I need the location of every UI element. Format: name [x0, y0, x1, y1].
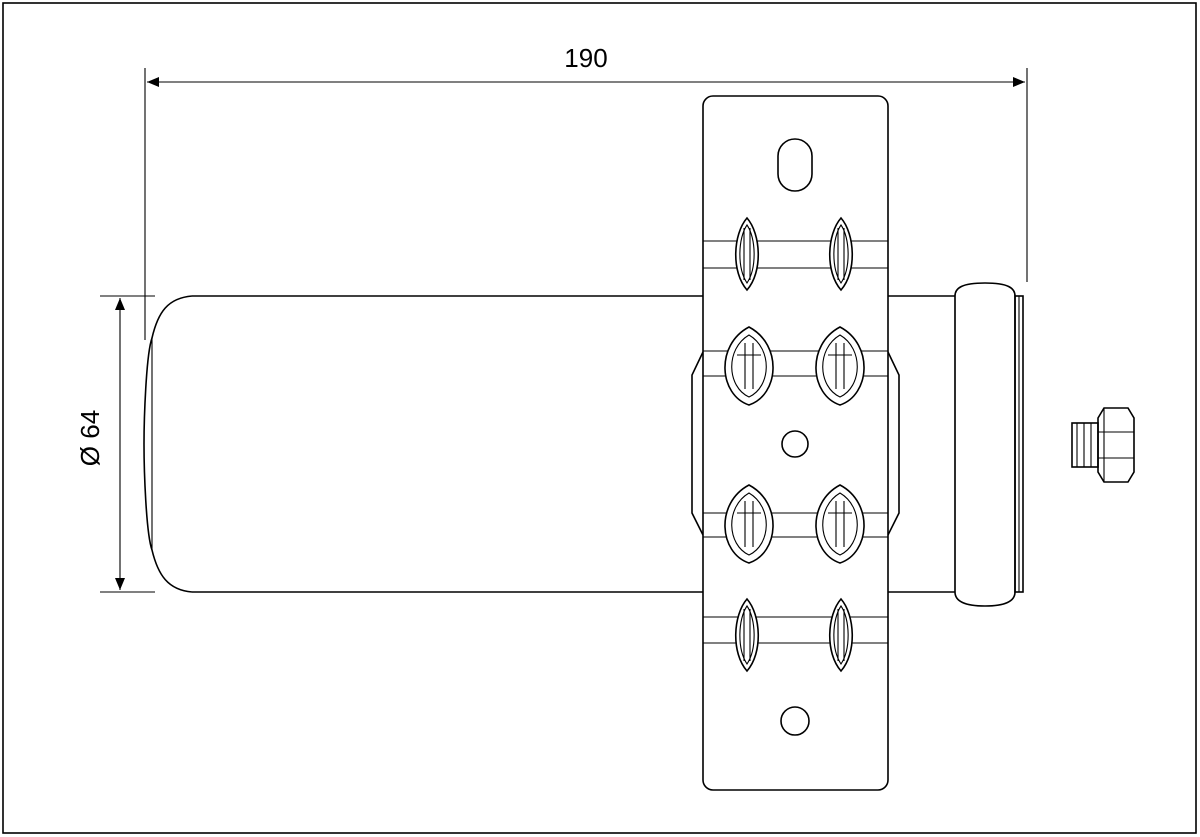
end-cap — [954, 282, 1024, 607]
bottom-hole — [780, 706, 810, 736]
length-label: 190 — [564, 43, 607, 73]
mounting-slot — [777, 138, 813, 192]
mounting-strap — [702, 95, 889, 791]
diameter-dimension: Ø 64 — [75, 295, 155, 593]
center-hole — [781, 430, 809, 458]
length-dimension: 190 — [144, 43, 1028, 340]
diameter-label: Ø 64 — [75, 410, 105, 466]
strap-band-4 — [703, 616, 888, 644]
strap-band-1 — [703, 240, 888, 269]
pipe-fitting — [1071, 407, 1135, 483]
